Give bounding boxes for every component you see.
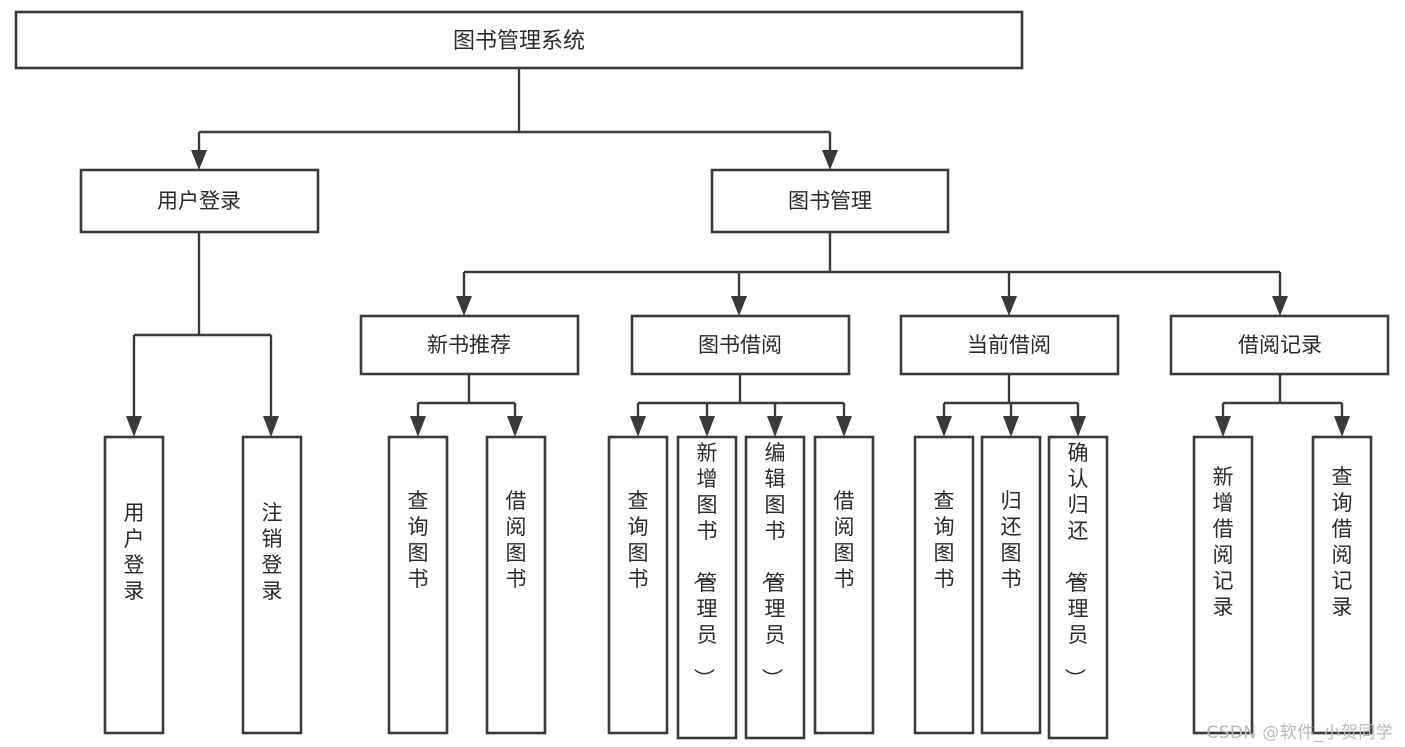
leaf-borrow-record-2-box[interactable] [1311,435,1373,735]
leaf-book-borrow-4[interactable]: 借阅图书 [813,435,875,735]
leaf-current-borrow-3-box[interactable] [1047,435,1109,740]
leaf-current-borrow-2-label: 归还图书 [1001,489,1022,591]
leaf-new-book-1[interactable]: 查询图书 [387,435,449,735]
node-book-borrow[interactable]: 图书借阅 [630,314,851,376]
node-current-borrow-label: 当前借阅 [967,333,1051,357]
arrow-to-borrow-record [1272,296,1288,316]
arrow-to-user-login [191,150,207,170]
node-book-manage-label: 图书管理 [788,189,872,213]
node-root[interactable]: 图书管理系统 [14,10,1024,70]
leaf-user-login-2-box[interactable] [241,435,303,735]
connectors-new-book-to-leaves [410,374,523,437]
node-root-box[interactable] [14,10,1024,70]
arrow-user-login-leaf-2 [263,416,279,437]
csdn-watermark: CSDN @软件_小贺同学 [1206,723,1393,743]
node-borrow-record-label: 借阅记录 [1238,333,1322,357]
leaf-book-borrow-1-box[interactable] [607,435,669,735]
node-borrow-record-box[interactable] [1169,314,1390,376]
leaf-book-borrow-1-label: 查询图书 [628,489,649,591]
arrow-user-login-leaf-1 [126,416,142,437]
leaf-book-borrow-2-box[interactable] [676,435,738,740]
leaf-borrow-record-2[interactable]: 查询借阅记录 [1311,435,1373,735]
arrow-to-current-borrow [1001,296,1017,316]
node-book-manage[interactable]: 图书管理 [710,168,950,234]
node-borrow-record[interactable]: 借阅记录 [1169,314,1390,376]
arrow-new-book-leaf-1 [410,416,426,437]
arrow-book-borrow-leaf-3 [767,416,783,437]
leaf-current-borrow-3[interactable]: 确认归还（管理员） [1047,435,1109,740]
node-user-login-label: 用户登录 [157,189,241,213]
leaf-book-borrow-3-box[interactable] [744,435,806,740]
node-book-borrow-label: 图书借阅 [698,333,782,357]
leaf-book-borrow-4-box[interactable] [813,435,875,735]
arrow-to-book-manage [822,150,838,170]
leaf-user-login-2-label: 注销登录 [262,501,283,603]
node-user-login-box[interactable] [79,168,320,234]
node-root-label: 图书管理系统 [453,29,585,54]
leaf-book-borrow-4-label: 借阅图书 [834,489,855,591]
connectors-book-manage-to-level3 [456,232,1288,316]
leaf-new-book-2-box[interactable] [485,435,547,735]
leaf-borrow-record-1-box[interactable] [1192,435,1254,735]
arrow-borrow-record-leaf-1 [1215,416,1231,437]
arrow-to-book-borrow [731,296,747,316]
arrow-borrow-record-leaf-2 [1334,416,1350,437]
leaf-borrow-record-1-label: 新增借阅记录 [1213,465,1234,619]
leaf-current-borrow-2[interactable]: 归还图书 [980,435,1042,735]
node-book-borrow-box[interactable] [630,314,851,376]
leaf-new-book-1-label: 查询图书 [408,489,429,591]
leaf-book-borrow-1[interactable]: 查询图书 [607,435,669,735]
leaf-new-book-2[interactable]: 借阅图书 [485,435,547,735]
node-new-book-recommend-box[interactable] [359,314,580,376]
leaf-user-login-1[interactable]: 用户登录 [103,435,165,735]
node-new-book-recommend-label: 新书推荐 [427,333,511,357]
leaf-borrow-record-2-label: 查询借阅记录 [1332,465,1353,619]
node-current-borrow[interactable]: 当前借阅 [899,314,1120,376]
leaf-current-borrow-1-box[interactable] [913,435,975,735]
leaf-current-borrow-3-label: 确认归还（管理员） [1063,441,1089,689]
arrow-book-borrow-leaf-4 [836,416,852,437]
node-current-borrow-box[interactable] [899,314,1120,376]
connectors-borrow-record-to-leaves [1215,374,1350,437]
leaf-current-borrow-1[interactable]: 查询图书 [913,435,975,735]
leaf-current-borrow-2-box[interactable] [980,435,1042,735]
connectors-root-to-level2 [191,68,838,170]
connectors-user-login-to-leaves [126,232,279,437]
arrow-to-new-book [456,296,472,316]
leaf-book-borrow-3[interactable]: 编辑图书（管理员） [744,435,806,740]
node-book-manage-box[interactable] [710,168,950,234]
leaf-book-borrow-2-label: 新增图书（管理员） [692,441,718,689]
leaf-user-login-1-label: 用户登录 [124,501,145,603]
arrow-book-borrow-leaf-1 [630,416,646,437]
node-new-book-recommend[interactable]: 新书推荐 [359,314,580,376]
leaf-borrow-record-1[interactable]: 新增借阅记录 [1192,435,1254,735]
arrow-current-borrow-leaf-2 [1003,416,1019,437]
leaf-book-borrow-3-label: 编辑图书（管理员） [760,441,786,689]
connectors-current-borrow-to-leaves [936,374,1086,437]
connectors-book-borrow-to-leaves [630,374,852,437]
arrow-current-borrow-leaf-1 [936,416,952,437]
arrow-book-borrow-leaf-2 [699,416,715,437]
leaf-new-book-1-box[interactable] [387,435,449,735]
arrow-new-book-leaf-2 [507,416,523,437]
leaf-book-borrow-2[interactable]: 新增图书（管理员） [676,435,738,740]
leaf-new-book-2-label: 借阅图书 [506,489,527,591]
leaf-user-login-2[interactable]: 注销登录 [241,435,303,735]
node-user-login[interactable]: 用户登录 [79,168,320,234]
arrow-current-borrow-leaf-3 [1070,416,1086,437]
leaf-current-borrow-1-label: 查询图书 [934,489,955,591]
leaf-user-login-1-box[interactable] [103,435,165,735]
